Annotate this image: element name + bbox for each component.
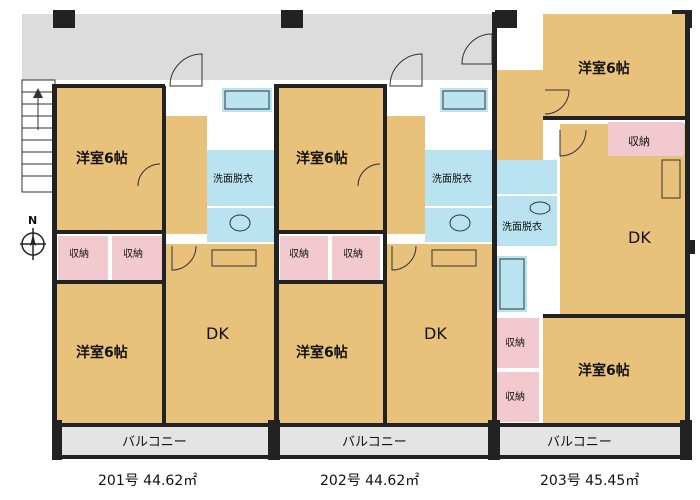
unit-203 bbox=[495, 14, 687, 456]
dk-label: DK bbox=[628, 228, 651, 247]
bath-202 bbox=[440, 88, 488, 112]
balcony-203 bbox=[495, 426, 685, 456]
balcony-label: バルコニー bbox=[122, 435, 187, 450]
storage-label: 収納 bbox=[505, 336, 525, 349]
walls bbox=[52, 12, 695, 460]
unit-caption-203: 203号 45.45㎡ bbox=[540, 473, 640, 489]
storage-label: 収納 bbox=[505, 390, 525, 403]
room-label: 洋室6帖 bbox=[296, 150, 348, 167]
compass-rose: N bbox=[20, 214, 46, 260]
storage-202-a bbox=[280, 236, 328, 280]
room-202-top bbox=[277, 86, 385, 234]
toilet-201 bbox=[207, 208, 275, 242]
storage-label: 収納 bbox=[123, 247, 143, 260]
storage-label: 収納 bbox=[289, 247, 309, 260]
wash-203 bbox=[497, 196, 557, 246]
staircase bbox=[21, 79, 56, 193]
compass-north-label: N bbox=[28, 214, 37, 227]
hall-202 bbox=[385, 116, 425, 234]
fixtures bbox=[211, 90, 681, 310]
wash-label: 洗面脱衣 bbox=[432, 172, 472, 185]
storage-202-b bbox=[332, 236, 380, 280]
dk-label: DK bbox=[206, 324, 229, 343]
wash-202 bbox=[425, 150, 493, 206]
column bbox=[495, 10, 517, 28]
dk-202 bbox=[385, 244, 493, 424]
bath-201 bbox=[222, 88, 272, 112]
storage-201-b bbox=[112, 236, 162, 280]
unit-202 bbox=[277, 86, 493, 456]
door-swings bbox=[137, 33, 587, 271]
balcony-202 bbox=[277, 426, 493, 456]
toilet-202 bbox=[425, 208, 493, 242]
wash-label: 洗面脱衣 bbox=[502, 220, 542, 233]
storage-203-a bbox=[497, 318, 539, 368]
room-label: 洋室6帖 bbox=[578, 362, 630, 379]
room-label: 洋室6帖 bbox=[76, 344, 128, 361]
balcony-label: バルコニー bbox=[547, 435, 612, 450]
room-202-bottom bbox=[277, 282, 385, 424]
unit-201 bbox=[55, 86, 275, 456]
balcony-label: バルコニー bbox=[342, 435, 407, 450]
dk-201 bbox=[165, 244, 275, 424]
storage-203-b bbox=[497, 372, 539, 422]
room-201-bottom bbox=[55, 282, 165, 424]
storage-203-top bbox=[608, 122, 684, 156]
room-label: 洋室6帖 bbox=[296, 344, 348, 361]
storage-label: 収納 bbox=[628, 135, 650, 148]
storage-201-a bbox=[58, 236, 108, 280]
room-203-bottom bbox=[543, 316, 687, 424]
storage-label: 収納 bbox=[343, 247, 363, 260]
room-label: 洋室6帖 bbox=[76, 150, 128, 167]
column bbox=[53, 10, 75, 28]
column bbox=[281, 10, 303, 28]
wash-201 bbox=[207, 150, 275, 206]
wash-label: 洗面脱衣 bbox=[213, 172, 253, 185]
bath-203 bbox=[497, 256, 527, 312]
unit-caption-201: 201号 44.62㎡ bbox=[98, 473, 198, 489]
storage-label: 収納 bbox=[69, 247, 89, 260]
toilet-203 bbox=[497, 160, 557, 194]
room-label: 洋室6帖 bbox=[578, 60, 630, 77]
unit-caption-202: 202号 44.62㎡ bbox=[320, 473, 420, 489]
entry-203 bbox=[495, 70, 543, 160]
common-corridor bbox=[22, 14, 495, 80]
balcony-201 bbox=[55, 426, 275, 456]
dk-label: DK bbox=[424, 324, 447, 343]
room-201-top bbox=[55, 86, 165, 234]
hall-201 bbox=[165, 116, 207, 234]
